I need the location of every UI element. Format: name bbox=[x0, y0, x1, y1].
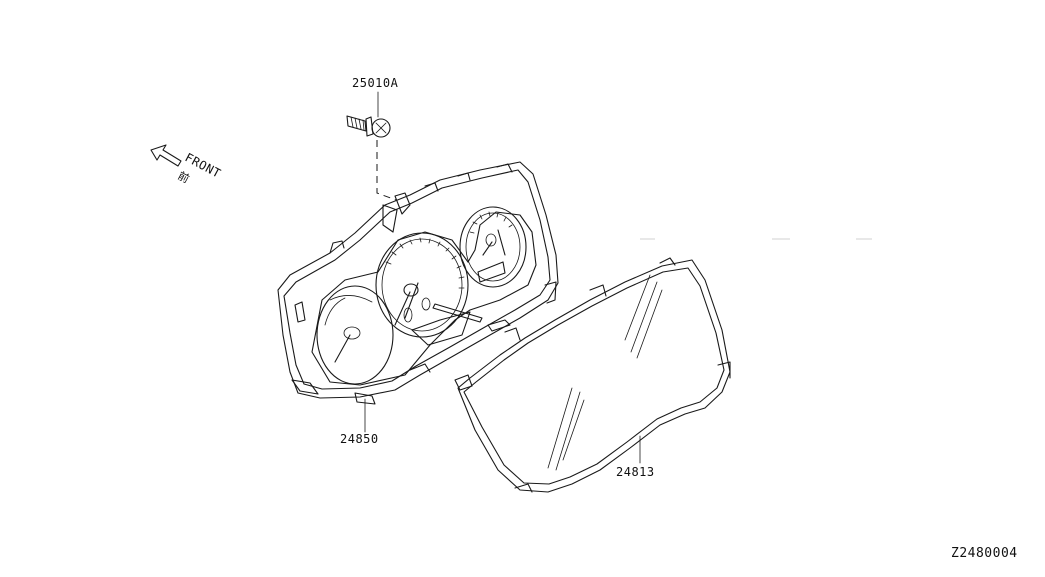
front-kanji: 前 bbox=[176, 168, 193, 186]
bolt-icon bbox=[346, 115, 391, 138]
part-label-24813: 24813 bbox=[616, 465, 655, 479]
instrument-cluster-part: 24850 bbox=[277, 161, 559, 446]
front-direction-indicator: FRONT 前 bbox=[150, 144, 223, 186]
cluster-lens-part: 24813 bbox=[454, 257, 731, 493]
bolt-part: 25010A bbox=[346, 76, 399, 201]
part-label-25010a: 25010A bbox=[352, 76, 399, 90]
front-arrow-icon bbox=[150, 144, 182, 167]
bolt-install-dashed-line bbox=[376, 140, 397, 201]
diagram-id: Z2480004 bbox=[951, 546, 1018, 561]
part-label-24850: 24850 bbox=[340, 432, 379, 446]
